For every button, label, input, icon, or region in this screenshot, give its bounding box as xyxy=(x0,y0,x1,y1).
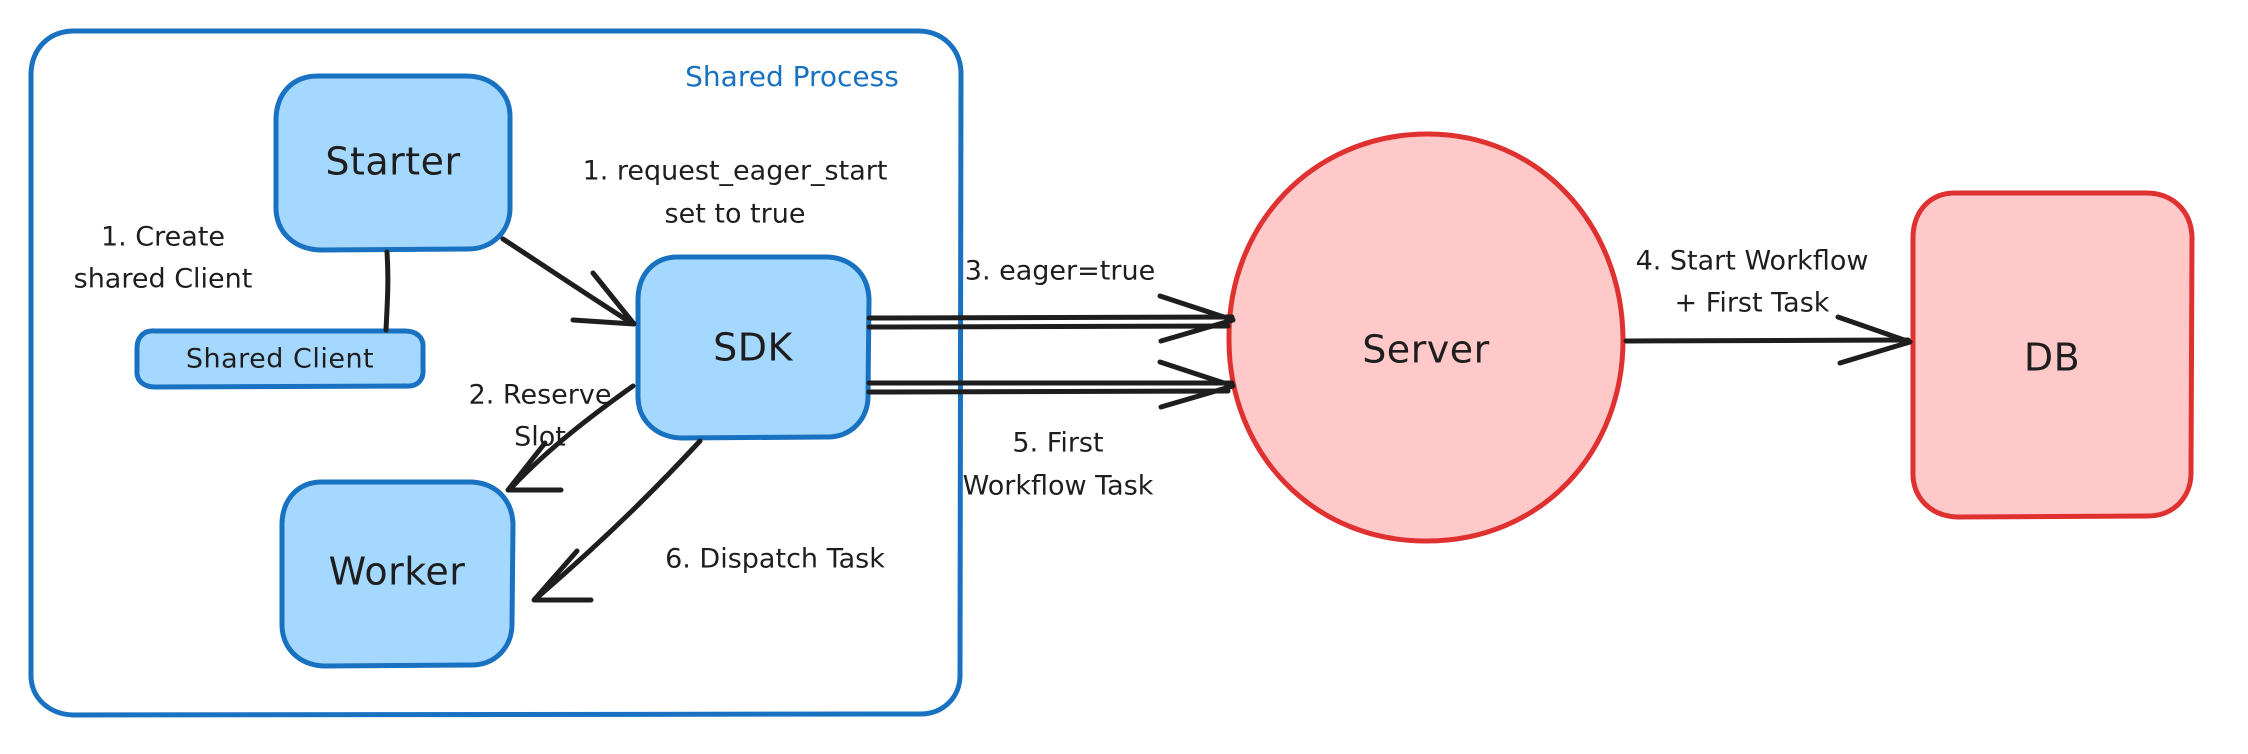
edge-start-workflow-line xyxy=(1623,337,1911,344)
node-db-label: DB xyxy=(2024,336,2080,380)
edge-start-workflow-arrowhead xyxy=(1835,314,1913,366)
edge-reserve-slot-arrowhead xyxy=(505,440,564,493)
node-starter[interactable]: Starter xyxy=(273,73,513,253)
node-worker-label: Worker xyxy=(329,550,466,594)
edge-create-shared-client-label-line1: 1. Create xyxy=(101,222,225,253)
edge-eager-true-arrowhead xyxy=(1157,293,1236,344)
edge-create-shared-client[interactable]: 1. Create shared Client xyxy=(74,222,391,333)
edge-request-eager-start[interactable]: 1. request_eager_start set to true xyxy=(500,156,888,327)
edge-first-workflow-task-label-line2: Workflow Task xyxy=(963,471,1154,502)
node-db-shape xyxy=(1910,190,2195,520)
edge-eager-true-line-shadow xyxy=(866,323,1231,330)
node-starter-shape xyxy=(273,73,513,253)
node-worker[interactable]: Worker xyxy=(279,479,516,669)
node-server-label: Server xyxy=(1362,328,1490,372)
edge-request-eager-start-label-line1: 1. request_eager_start xyxy=(583,156,888,187)
edge-reserve-slot[interactable]: 2. Reserve Slot xyxy=(469,380,636,493)
node-server[interactable]: Server xyxy=(1226,131,1626,544)
edge-first-workflow-task[interactable]: 5. First Workflow Task xyxy=(866,359,1236,502)
edge-start-workflow-label-line1: 4. Start Workflow xyxy=(1636,246,1869,277)
edge-reserve-slot-line xyxy=(509,383,636,490)
node-sdk[interactable]: SDK xyxy=(635,254,872,441)
edge-dispatch-task[interactable]: 6. Dispatch Task xyxy=(531,438,885,603)
shared-process-border xyxy=(28,28,964,718)
node-shared-client-label: Shared Client xyxy=(186,344,374,375)
node-starter-label: Starter xyxy=(325,140,460,184)
edge-eager-true-line xyxy=(866,314,1235,321)
edge-dispatch-task-arrowhead xyxy=(531,548,594,603)
edge-request-eager-start-arrowhead xyxy=(570,270,637,327)
edge-first-workflow-task-arrowhead xyxy=(1157,359,1236,410)
edge-start-workflow-label-line2: + First Task xyxy=(1675,288,1830,319)
edge-reserve-slot-label-line1: 2. Reserve xyxy=(469,380,612,411)
edge-first-workflow-task-label-line1: 5. First xyxy=(1012,428,1103,459)
edge-dispatch-task-label-line1: 6. Dispatch Task xyxy=(665,544,885,575)
node-worker-shape xyxy=(279,479,516,669)
group-shared-process[interactable]: Shared Process xyxy=(28,28,964,718)
node-db[interactable]: DB xyxy=(1910,190,2195,520)
edge-eager-true[interactable]: 3. eager=true xyxy=(866,256,1236,344)
edge-create-shared-client-line xyxy=(383,249,391,333)
edge-create-shared-client-label-line2: shared Client xyxy=(74,264,253,295)
edge-reserve-slot-label-line2: Slot xyxy=(514,422,566,453)
node-sdk-label: SDK xyxy=(713,326,793,370)
edge-request-eager-start-line xyxy=(500,236,633,325)
edge-eager-true-label-line1: 3. eager=true xyxy=(965,256,1155,287)
node-shared-client[interactable]: Shared Client xyxy=(134,328,426,390)
edge-dispatch-task-line xyxy=(536,438,703,599)
node-server-shape xyxy=(1226,131,1626,544)
node-shared-client-shape xyxy=(134,328,426,390)
edge-request-eager-start-label-line2: set to true xyxy=(665,199,806,230)
edge-first-workflow-task-line-shadow xyxy=(866,388,1231,395)
group-label-shared-process: Shared Process xyxy=(685,60,899,93)
node-sdk-shape xyxy=(635,254,872,441)
edge-start-workflow[interactable]: 4. Start Workflow + First Task xyxy=(1623,246,1913,366)
